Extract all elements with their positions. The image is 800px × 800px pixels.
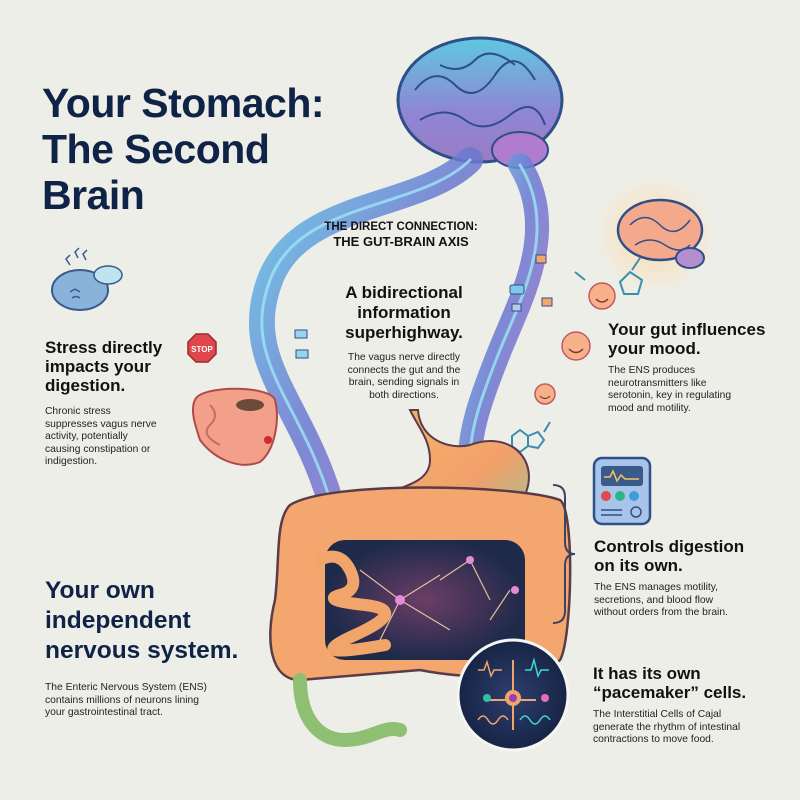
mood-description: The ENS produces neurotransmitters like … — [608, 365, 732, 414]
intestines-icon — [269, 486, 572, 748]
digestion-heading: Controls digestion on its own. — [594, 537, 745, 575]
control-panel-icon — [592, 456, 652, 526]
stress-description: Chronic stress suppresses vagus nerve ac… — [45, 406, 157, 467]
vagus-nerve-bundle-icon — [248, 147, 550, 513]
neuron-circle-icon — [456, 638, 570, 752]
pacemaker-description: The Interstitial Cells of Cajal generate… — [593, 709, 741, 745]
glowing-brain-icon — [595, 175, 715, 295]
signal-chips-icon — [294, 254, 553, 359]
axis-description: The vagus nerve directly connects the gu… — [347, 352, 461, 401]
ens-description: The Enteric Nervous System (ENS) contain… — [45, 682, 207, 718]
stressed-brain-icon — [51, 247, 123, 311]
page-title: Your Stomach: The Second Brain — [42, 80, 325, 218]
main-brain-icon — [396, 36, 564, 169]
ens-heading: Your own independent nervous system. — [45, 577, 239, 664]
brace-icon — [552, 484, 576, 624]
gut-brain-axis-label: THE DIRECT CONNECTION: THE GUT-BRAIN AXI… — [324, 221, 478, 249]
stop-sign-icon: STOP — [187, 333, 217, 363]
digestion-description: The ENS manages motility, secretions, an… — [594, 582, 728, 618]
mood-heading: Your gut influences your mood. — [608, 320, 766, 358]
pacemaker-heading: It has its own “pacemaker” cells. — [593, 664, 747, 702]
inflamed-intestine-icon — [191, 387, 278, 466]
axis-heading: A bidirectional information superhighway… — [345, 283, 463, 342]
smiley-icon — [534, 282, 616, 405]
stress-heading: Stress directly impacts your digestion. — [45, 338, 163, 395]
svg-text:STOP: STOP — [191, 345, 213, 354]
